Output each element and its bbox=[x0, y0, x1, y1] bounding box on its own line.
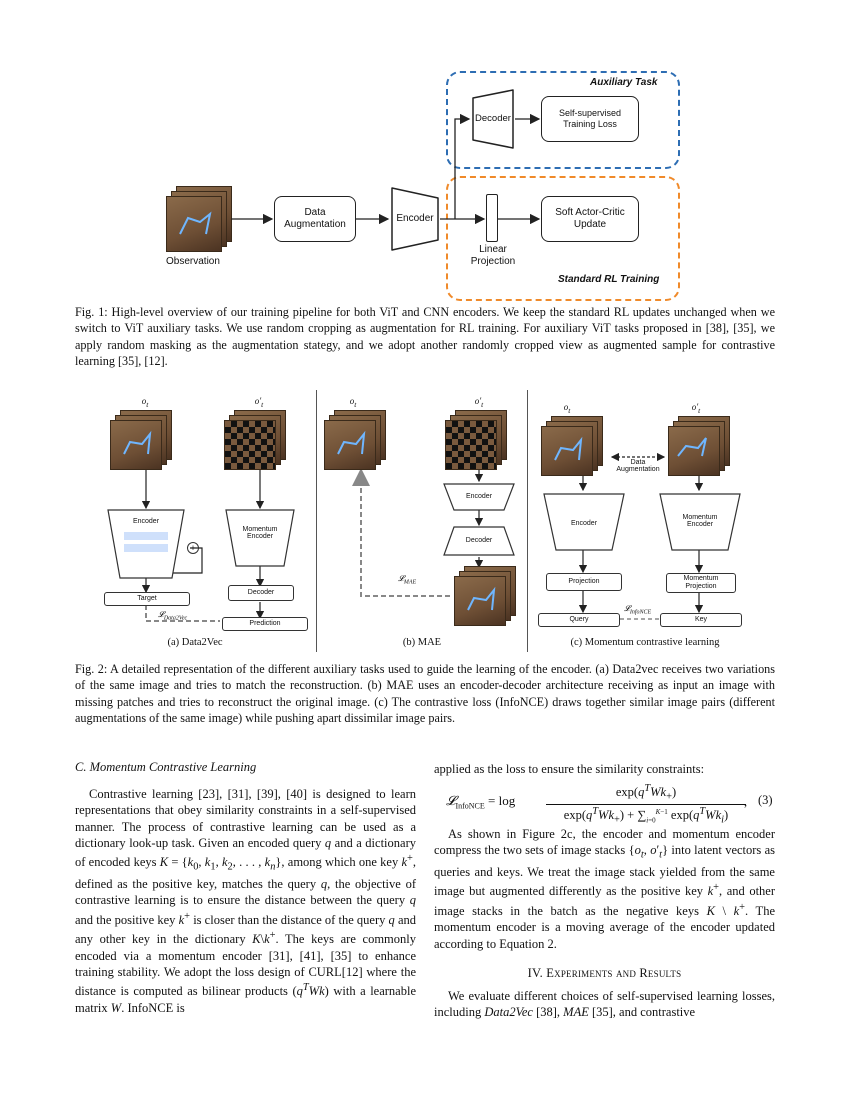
b-decoder-label: Decoder bbox=[465, 537, 493, 544]
b-loss-label: 𝓛MAE bbox=[398, 574, 417, 586]
c-momentum-encoder-trapezoid bbox=[659, 493, 741, 551]
a-encoder-label: Encoder bbox=[132, 518, 160, 525]
a-caption: (a) Data2Vec bbox=[167, 637, 223, 648]
a-ot-prime-label: o't bbox=[254, 396, 264, 409]
c-encoder-label: Encoder bbox=[570, 520, 598, 527]
a-encoder-trapezoid bbox=[107, 509, 185, 579]
right-intro: applied as the loss to ensure the simila… bbox=[434, 762, 705, 776]
linear-projection-label: Linear Projection bbox=[470, 244, 516, 267]
b-decoder-trapezoid bbox=[443, 526, 515, 556]
figure-2-caption: Fig. 2: A detailed representation of the… bbox=[75, 662, 775, 726]
right-paragraph-2: We evaluate different choices of self-su… bbox=[434, 989, 775, 1020]
b-ot-prime-label: o't bbox=[474, 396, 484, 409]
a-sum-icon: + bbox=[187, 542, 199, 554]
decoder-label: Decoder bbox=[475, 113, 511, 124]
a-prediction-box: Prediction bbox=[222, 617, 308, 631]
c-momentum-projection-box: Momentum Projection bbox=[666, 573, 736, 593]
b-ot-label: ot bbox=[349, 396, 357, 409]
c-data-augmentation-label: Data Augmentation bbox=[616, 459, 660, 473]
decoder-trapezoid bbox=[472, 89, 514, 149]
fig1-arrows bbox=[231, 113, 541, 225]
a-decoder-box: Decoder bbox=[228, 585, 294, 601]
a-loss-label: 𝓛Data2Vec bbox=[158, 610, 188, 622]
a-target-box: Target bbox=[104, 592, 190, 606]
sac-update-label: Soft Actor-Critic Update bbox=[555, 207, 625, 230]
c-momentum-encoder-label: Momentum Encoder bbox=[682, 514, 718, 528]
a-momentum-encoder-trapezoid bbox=[225, 509, 295, 567]
a-ot-label: ot bbox=[141, 396, 149, 409]
c-key-box: Key bbox=[660, 613, 742, 627]
auxiliary-task-label: Auxiliary Task bbox=[590, 77, 658, 88]
figure-1-caption: Fig. 1: High-level overview of our train… bbox=[75, 305, 775, 369]
section-heading: C. Momentum Contrastive Learning bbox=[75, 760, 257, 774]
c-loss-label: 𝓛InfoNCE bbox=[624, 604, 652, 616]
ssl-loss-label: Self-supervised Training Loss bbox=[558, 108, 622, 129]
left-paragraph: Contrastive learning [23], [31], [39], [… bbox=[75, 787, 417, 1015]
standard-rl-label: Standard RL Training bbox=[558, 274, 660, 285]
ssl-loss-box: Self-supervised Training Loss bbox=[541, 96, 639, 142]
auxiliary-task-group bbox=[446, 71, 680, 169]
c-projection-box: Projection bbox=[546, 573, 622, 591]
equation-3: 𝓛InfoNCE = log exp(qTWk+) exp(qTWk+) + ∑… bbox=[446, 783, 773, 826]
data-augmentation-box: Data Augmentation bbox=[274, 196, 356, 242]
b-caption: (b) MAE bbox=[402, 637, 442, 648]
observation-label: Observation bbox=[166, 256, 220, 267]
c-ot-label: ot bbox=[563, 402, 571, 415]
c-ot-prime-label: o't bbox=[691, 402, 701, 415]
encoder-label: Encoder bbox=[396, 213, 434, 224]
data-augmentation-label: Data Augmentation bbox=[284, 207, 346, 230]
c-query-box: Query bbox=[538, 613, 620, 627]
c-encoder-trapezoid bbox=[543, 493, 625, 551]
linear-projection-bar bbox=[486, 194, 498, 242]
panel-divider bbox=[316, 390, 317, 652]
equation-number: (3) bbox=[758, 793, 773, 807]
a-momentum-encoder-label: Momentum Encoder bbox=[242, 526, 278, 540]
standard-rl-group bbox=[446, 176, 680, 301]
b-encoder-trapezoid bbox=[443, 483, 515, 511]
c-caption: (c) Momentum contrastive learning bbox=[570, 637, 720, 648]
b-encoder-label: Encoder bbox=[465, 493, 493, 500]
right-paragraph-1: As shown in Figure 2c, the encoder and m… bbox=[434, 827, 776, 951]
sac-update-box: Soft Actor-Critic Update bbox=[541, 196, 639, 242]
panel-divider bbox=[527, 390, 528, 652]
encoder-trapezoid bbox=[391, 187, 439, 251]
section-title-iv: IV. Experiments and Results bbox=[527, 966, 682, 980]
